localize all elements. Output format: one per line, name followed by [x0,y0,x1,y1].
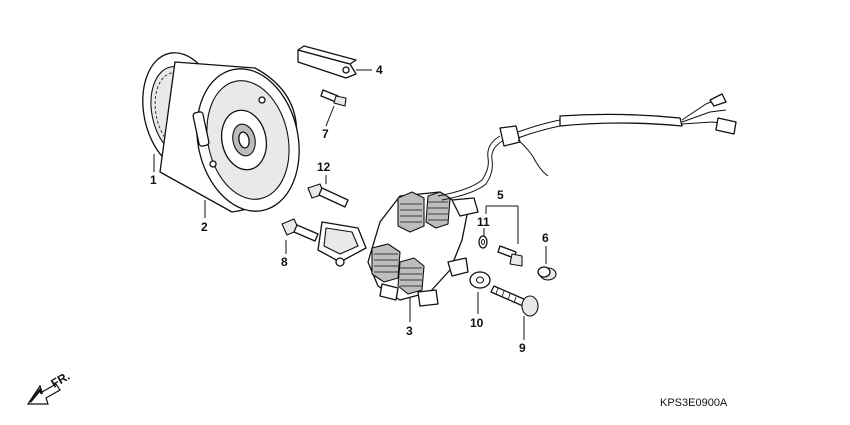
callout-1: 1 [150,173,157,187]
front-direction-indicator: FR. [26,369,72,405]
callout-9: 9 [519,341,526,355]
leader-lines [153,69,547,340]
washer-11 [478,235,488,249]
pulse-generator [317,221,367,267]
washer-10 [469,271,491,289]
callout-12: 12 [317,160,331,174]
callout-2: 2 [201,220,208,234]
callout-4: 4 [376,63,383,77]
callout-5: 5 [497,188,504,202]
diagram-code: KPS3E0900A [660,397,728,409]
callout-labels: 1 2 3 4 5 6 7 8 9 10 11 12 [150,63,549,355]
collar-6 [537,266,557,281]
callout-8: 8 [281,255,288,269]
sensor-5 [497,245,523,267]
flywheel-rotor [142,52,300,213]
bolt-7 [320,89,347,107]
callout-10: 10 [470,316,484,330]
callout-6: 6 [542,231,549,245]
callout-11: 11 [477,215,490,229]
wire-harness [437,93,737,201]
bolt-12 [307,183,349,208]
stator-assembly [367,191,479,307]
bolt-9 [490,285,539,317]
arrow-icon [26,383,61,405]
callout-7: 7 [322,127,329,141]
bolt-8 [281,218,319,242]
callout-3: 3 [406,324,413,338]
wire-clamp-plate [297,45,357,79]
